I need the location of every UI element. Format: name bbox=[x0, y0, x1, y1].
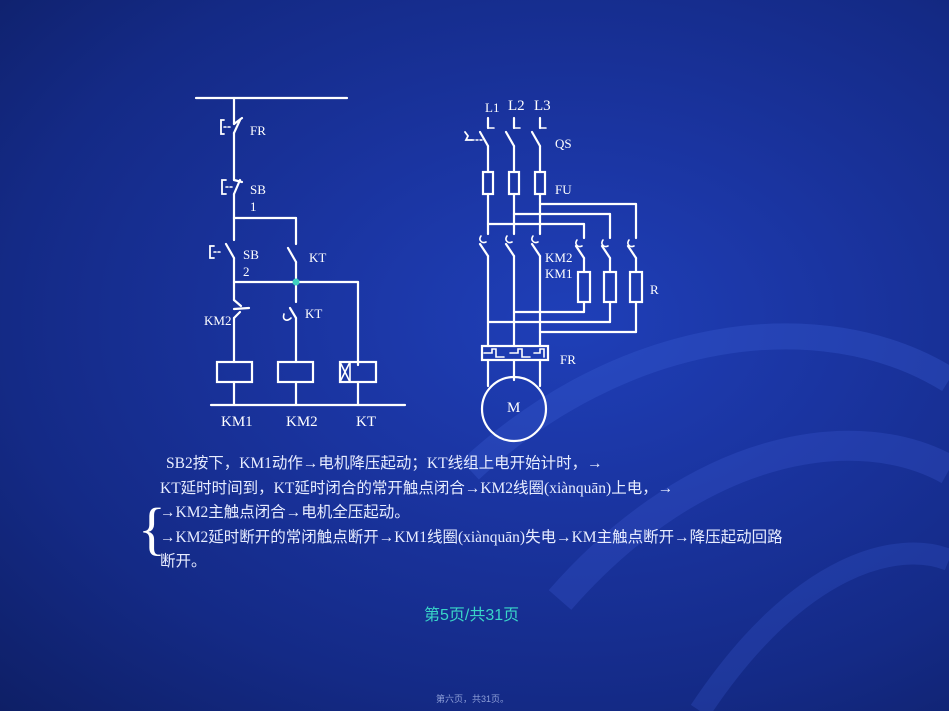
description-text: SB2按下，KM1动作→电机降压起动；KT线组上电开始计时，→ KT延时时间到，… bbox=[160, 452, 840, 575]
km1-coil-label: KM1 bbox=[221, 414, 253, 430]
fr-main-label: FR bbox=[560, 352, 576, 367]
km1-main-label: KM1 bbox=[545, 266, 573, 281]
sb2-label-num: 2 bbox=[243, 264, 250, 279]
sb1-contact bbox=[221, 178, 244, 220]
description-line-5: 断开。 bbox=[160, 553, 207, 570]
description-line-1: SB2按下，KM1动作→电机降压起动；KT线组上电开始计时，→ bbox=[166, 455, 603, 472]
kt-coil-label: KT bbox=[356, 414, 376, 430]
km2-main-label: KM2 bbox=[545, 250, 573, 265]
km2-main-contacts bbox=[574, 239, 638, 260]
description-line-3: →KM2主触点闭合→电机全压起动。 bbox=[160, 504, 410, 521]
motor-label: M bbox=[507, 400, 521, 416]
kt-contact-mid-label: KT bbox=[305, 306, 323, 321]
qs-switch bbox=[464, 127, 547, 148]
km2-nc-contact bbox=[232, 298, 251, 364]
r-label: R bbox=[650, 282, 659, 297]
km2-contact-label: KM2 bbox=[204, 313, 232, 328]
main-circuit bbox=[464, 116, 644, 443]
km2-coil-label: KM2 bbox=[286, 414, 318, 430]
sb2-label: SB bbox=[243, 247, 259, 262]
sb1-label-num: 1 bbox=[250, 199, 257, 214]
fu-label: FU bbox=[555, 182, 572, 197]
brace-glyph: { bbox=[138, 496, 166, 561]
control-circuit bbox=[194, 96, 407, 407]
l3-label: L3 bbox=[534, 98, 551, 114]
kt-contact-top-label: KT bbox=[309, 250, 327, 265]
l1-label: L1 bbox=[485, 100, 500, 115]
fr-label: FR bbox=[250, 123, 266, 138]
sb1-label: SB bbox=[250, 182, 266, 197]
sb2-contact bbox=[209, 242, 236, 302]
description-line-2: KT延时时间到，KT延时闭合的常开触点闭合→KM2线圈(xiànquān)上电，… bbox=[160, 479, 674, 497]
description-line-4: →KM2延时断开的常闭触点断开→KM1线圈(xiànquān)失电→KM主触点断… bbox=[160, 528, 783, 546]
footer-note: 第六页，共31页。 bbox=[436, 694, 510, 704]
page-number: 第5页/共31页 bbox=[424, 607, 520, 624]
kt-contact-mid bbox=[282, 306, 298, 364]
l2-label: L2 bbox=[508, 98, 525, 114]
motor-m bbox=[480, 375, 548, 443]
fr-contact bbox=[220, 116, 244, 182]
junction-dot bbox=[292, 278, 300, 286]
km1-main-contacts bbox=[478, 235, 542, 258]
qs-label: QS bbox=[555, 136, 572, 151]
